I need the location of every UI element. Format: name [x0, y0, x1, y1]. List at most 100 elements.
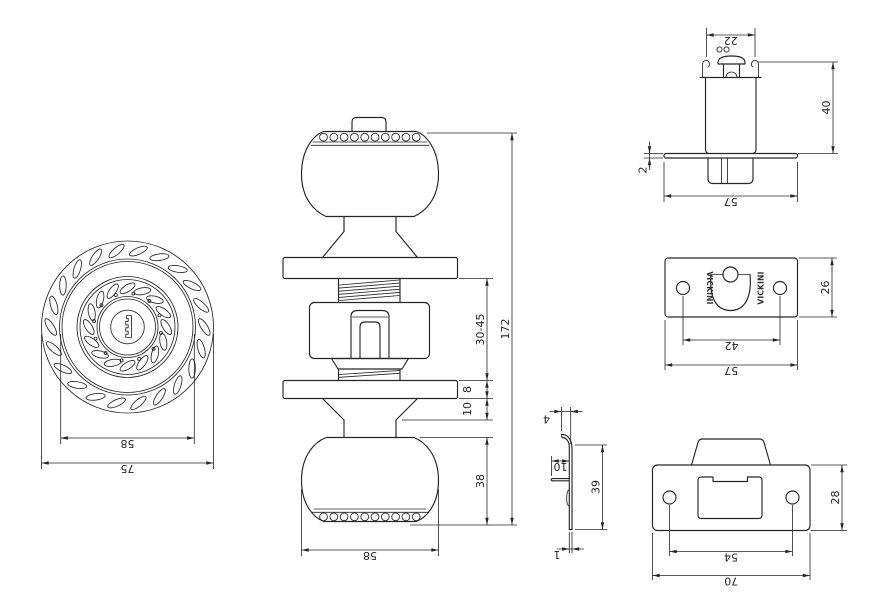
dim-label-strike-39: 39 [590, 480, 603, 494]
decorative-dot [151, 346, 156, 351]
rope-petal [129, 245, 148, 257]
dimension-arrowhead [41, 461, 49, 465]
rose-plate-upper [282, 256, 459, 280]
rope-loop [391, 132, 400, 142]
bolt-arch [725, 71, 738, 78]
rope-petal [107, 397, 126, 409]
dimension-arrowhead [485, 398, 489, 406]
outer-rope-petals [44, 243, 211, 411]
bottom-flare-right [395, 397, 419, 421]
latch-body-left [704, 77, 710, 155]
dim-label-plate-width-57: 57 [724, 195, 738, 208]
decorative-dot [99, 303, 104, 308]
rope-petal [82, 319, 95, 335]
dim-label-faceplate-26: 26 [819, 281, 832, 295]
bottom-flare-left [321, 397, 345, 421]
dim-label-rose-8: 8 [461, 386, 474, 393]
rope-petal [198, 318, 211, 336]
screw-hole-left [675, 280, 691, 296]
spindle-channel [359, 321, 381, 359]
dimension-arrowhead [551, 459, 559, 463]
latch-faceplate-edge [663, 152, 799, 159]
dim-label-plate-thickness-2: 2 [637, 167, 650, 174]
dimension-arrowhead [683, 338, 691, 342]
dimension-arrowhead [485, 373, 489, 381]
threaded-shaft-upper [337, 277, 401, 304]
dim-label-strike-70: 70 [724, 575, 738, 588]
bolt-cam-body [710, 273, 751, 312]
rope-petal [91, 350, 109, 359]
dim-label-strike-28: 28 [829, 491, 842, 505]
bolt-rivet-right [723, 46, 730, 53]
rope-loop [329, 512, 339, 522]
rosette-rim-inner [79, 279, 176, 375]
latch-faceplate-view: VICKINI VICKINI [664, 257, 799, 318]
dimension-arrowhead [802, 573, 810, 578]
strike-cutout [697, 476, 763, 520]
rope-petal [95, 290, 105, 309]
dimension-arrowhead [485, 380, 489, 388]
dimension-arrowhead [647, 146, 652, 154]
bolt-head [717, 55, 746, 65]
rope-petal [49, 295, 59, 316]
dimension-arrowhead [562, 459, 570, 463]
dimension-arrowhead [669, 549, 677, 554]
dimension-arrowhead [830, 258, 834, 266]
decorative-dot [93, 336, 98, 341]
rosette-rim-outer [76, 276, 179, 378]
rope-petal [193, 298, 210, 313]
dim-label-total-172: 172 [499, 319, 512, 340]
dimension-arrowhead [554, 409, 562, 414]
spring-clip-left [702, 59, 710, 78]
assembly-side-view [282, 116, 459, 523]
rope-petal [149, 253, 170, 262]
mounting-nut [330, 357, 410, 370]
spring-clip-right [751, 59, 759, 78]
rope-petal [87, 303, 96, 321]
rope-petal [106, 283, 119, 299]
rope-petal [155, 306, 171, 319]
dim-label-faceplate-42: 42 [725, 339, 739, 352]
rope-loop [380, 132, 390, 142]
rope-petal [108, 243, 125, 259]
dimension-arrowhead [790, 363, 798, 367]
rope-loop [411, 132, 421, 142]
dimension-arrowhead [600, 445, 605, 453]
rope-petal [59, 275, 67, 296]
rope-loop [380, 512, 390, 522]
dim-label-faceplate-57: 57 [724, 364, 738, 377]
strike-plate-outline [651, 464, 811, 532]
rope-loop [391, 512, 400, 522]
dimension-arrowhead [665, 363, 673, 367]
dimension-arrowhead [187, 436, 195, 440]
strike-screw-hole-right [785, 490, 800, 505]
rope-petal [146, 295, 164, 304]
rope-loop [350, 132, 359, 142]
rope-petal [159, 333, 168, 351]
dimension-arrowhead [485, 391, 489, 399]
rope-petal [173, 375, 183, 395]
rope-petal [188, 358, 196, 379]
rope-petal [89, 248, 103, 266]
rope-petal [150, 345, 160, 364]
dimension-arrowhead [664, 194, 672, 198]
rope-loop [360, 512, 370, 522]
strike-lip-inner [561, 436, 570, 448]
strike-plate-front-view [651, 438, 811, 532]
rope-petal [103, 358, 122, 367]
bottom-knob-rope-loops [319, 512, 421, 522]
screw-hole-right [772, 280, 788, 296]
rope-petal [84, 335, 100, 348]
rope-petal [196, 338, 206, 359]
dimension-arrowhead [785, 549, 793, 554]
hub-ring-outer [96, 296, 159, 358]
rope-loop [329, 132, 339, 142]
dimension-arrowhead [485, 412, 489, 420]
thread-hatch-line [338, 288, 400, 295]
rope-loop [360, 132, 370, 142]
dimension-arrowhead [572, 547, 580, 551]
rope-petal [152, 388, 166, 406]
dimension-arrowhead [301, 548, 309, 552]
thread-hatch-line [338, 370, 400, 375]
